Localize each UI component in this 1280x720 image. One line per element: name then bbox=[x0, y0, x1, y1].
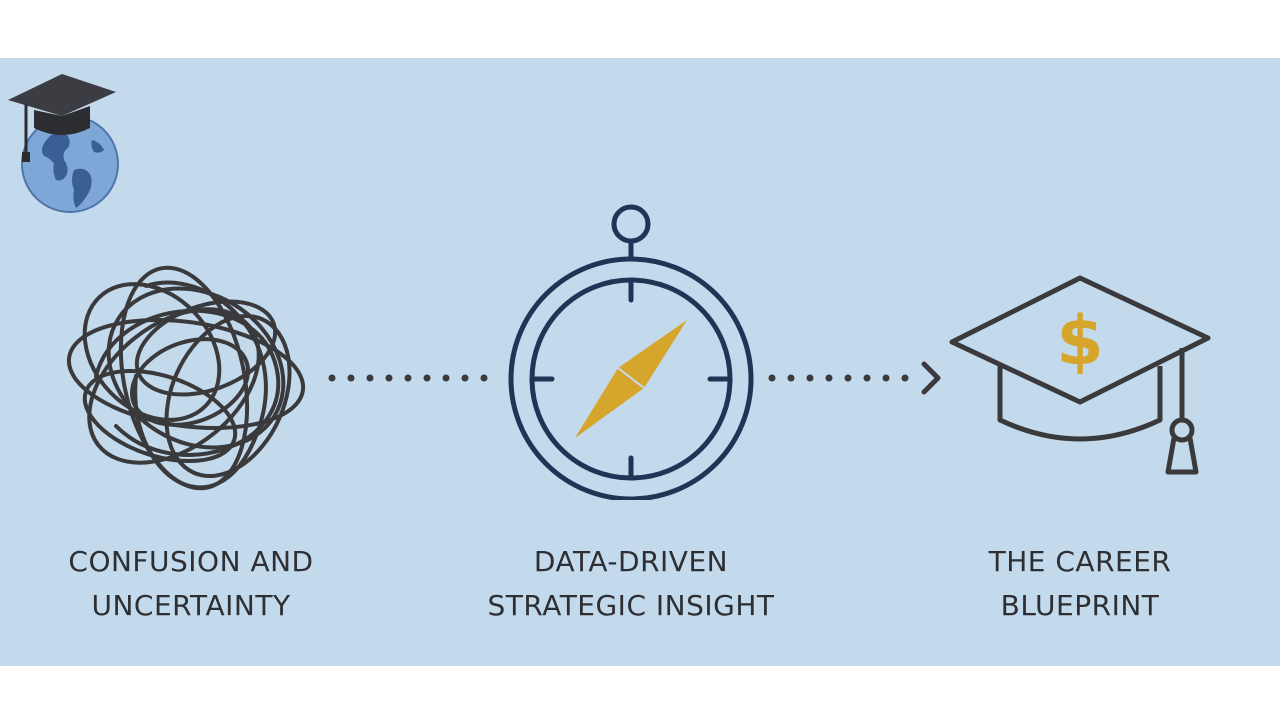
dotted-arrow-connector-2 bbox=[768, 361, 941, 395]
dotted-connector-1 bbox=[328, 374, 488, 382]
stage-label-insight-line2: STRATEGIC INSIGHT bbox=[487, 589, 775, 622]
stage-label-confusion-line1: CONFUSION AND bbox=[68, 545, 314, 578]
stage-label-blueprint: THE CAREER BLUEPRINT bbox=[900, 540, 1260, 628]
stage-label-insight-line1: DATA-DRIVEN bbox=[533, 545, 729, 578]
tangle-icon bbox=[66, 265, 306, 491]
stage-label-insight: DATA-DRIVEN STRATEGIC INSIGHT bbox=[451, 540, 811, 628]
graduation-cap-dollar-icon: $ bbox=[949, 275, 1211, 475]
stage-label-blueprint-line1: THE CAREER bbox=[988, 545, 1172, 578]
stage-label-confusion-line2: UNCERTAINTY bbox=[91, 589, 291, 622]
svg-text:$: $ bbox=[1056, 302, 1103, 381]
stage-label-confusion: CONFUSION AND UNCERTAINTY bbox=[11, 540, 371, 628]
compass-icon bbox=[508, 204, 754, 500]
graduation-globe-logo bbox=[8, 74, 119, 213]
stage-label-blueprint-line2: BLUEPRINT bbox=[1000, 589, 1160, 622]
